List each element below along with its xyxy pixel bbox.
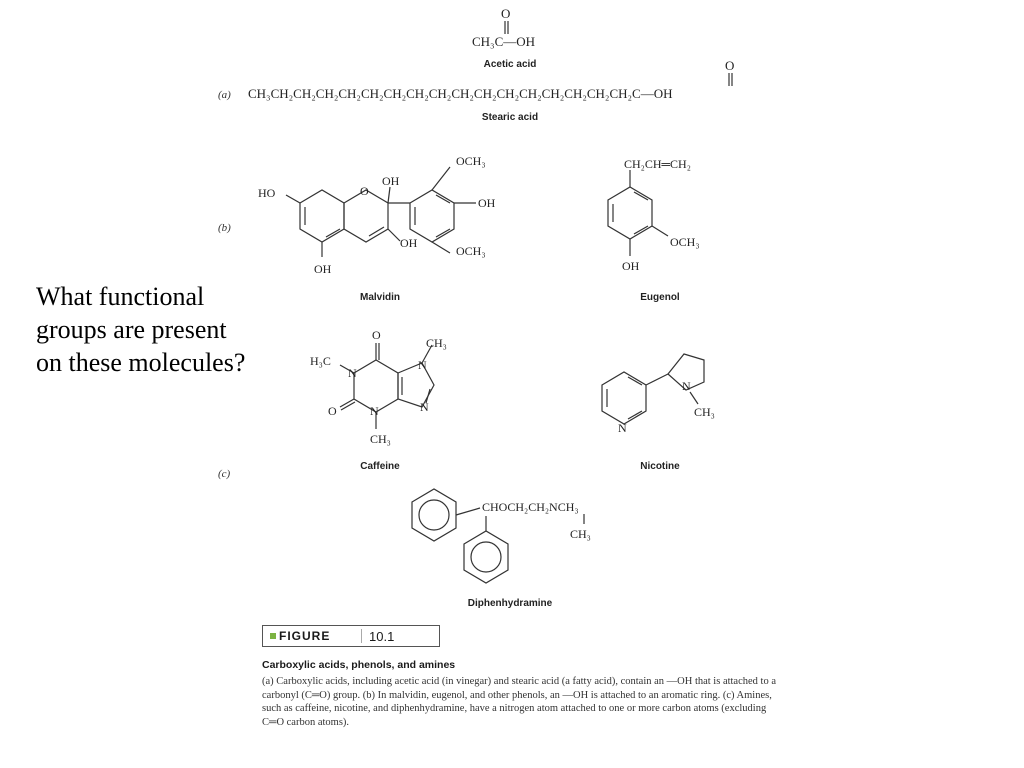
malvidin-label-oh-bottom: OH [314,262,332,276]
diphenhydramine-name: Diphenhydramine [467,598,553,609]
nicotine-label-n-pyridine: N [618,421,627,435]
acetic-acid-name: Acetic acid [483,59,537,70]
caffeine-structure: O CH₃ H₃C N N O N N CH₃ [310,328,447,446]
caffeine-label-n7: N [418,358,427,372]
caffeine-label-n9: N [420,400,429,414]
malvidin-label-oh-c2: OH [382,174,400,188]
eugenol-label-oh: OH [622,259,640,273]
malvidin-label-ho: HO [258,186,276,200]
stearic-acid-double-bond [728,73,733,86]
nicotine-name: Nicotine [640,461,680,472]
acetic-acid-double-bond [504,21,509,34]
nicotine-label-ch3: CH₃ [694,405,715,419]
figure-number: 10.1 [369,629,395,644]
figure-marker-icon [270,633,276,639]
figure-label: FIGURE [279,629,331,643]
eugenol-label-och3: OCH₃ [670,235,700,249]
caffeine-label-n3: N [370,404,379,418]
stearic-acid-formula: CH₃CH₂CH₂CH₂CH₂CH₂CH₂CH₂CH₂CH₂CH₂CH₂CH₂C… [248,86,673,101]
malvidin-label-oh-right: OH [478,196,496,210]
acetic-acid-carbonyl-o: O [501,6,511,21]
figure-separator [361,629,362,643]
part-c-label: (c) [218,468,231,480]
diphenhydramine-structure: CHOCH₂CH₂NCH₃ CH₃ [411,488,591,584]
malvidin-structure: HO O OH OCH₃ OH OH OCH₃ OH [258,154,496,276]
diphenhydramine-label-chain: CHOCH₂CH₂NCH₃ [482,500,579,514]
caffeine-label-o-top: O [372,328,381,342]
caffeine-label-o-left: O [328,404,337,418]
nicotine-structure: N CH₃ N [601,353,715,435]
malvidin-label-och3-top: OCH₃ [456,154,486,168]
malvidin-name: Malvidin [359,292,400,303]
figure-label-box: FIGURE 10.1 [262,625,440,647]
caffeine-name: Caffeine [360,461,400,472]
part-a-label: (a) [218,89,231,101]
malvidin-label-oh-c3: OH [400,236,418,250]
question-text: What functional groups are present on th… [36,282,246,377]
caption-title: Carboxylic acids, phenols, and amines [262,659,456,671]
caffeine-label-h3c: H₃C [310,354,331,368]
eugenol-structure: CH₂CH═CH₂ OCH₃ OH [607,157,700,273]
eugenol-label-allyl: CH₂CH═CH₂ [624,157,691,171]
caffeine-label-ch3-bottom: CH₃ [370,432,391,446]
stearic-acid-carbonyl-o: O [725,58,735,73]
stearic-acid-name: Stearic acid [481,112,539,123]
caffeine-label-n1: N [348,366,357,380]
diphenhydramine-label-ch3: CH₃ [570,527,591,541]
eugenol-name: Eugenol [640,292,680,303]
caption-text: (a) Carboxylic acids, including acetic a… [262,676,776,728]
nicotine-label-n-pyrrolidine: N [682,379,691,393]
acetic-acid-formula: CH₃C—OH [472,34,536,49]
part-b-label: (b) [218,222,231,234]
malvidin-label-och3-bottom: OCH₃ [456,244,486,258]
malvidin-label-o: O [360,184,369,198]
caffeine-label-ch3-top: CH₃ [426,336,447,350]
